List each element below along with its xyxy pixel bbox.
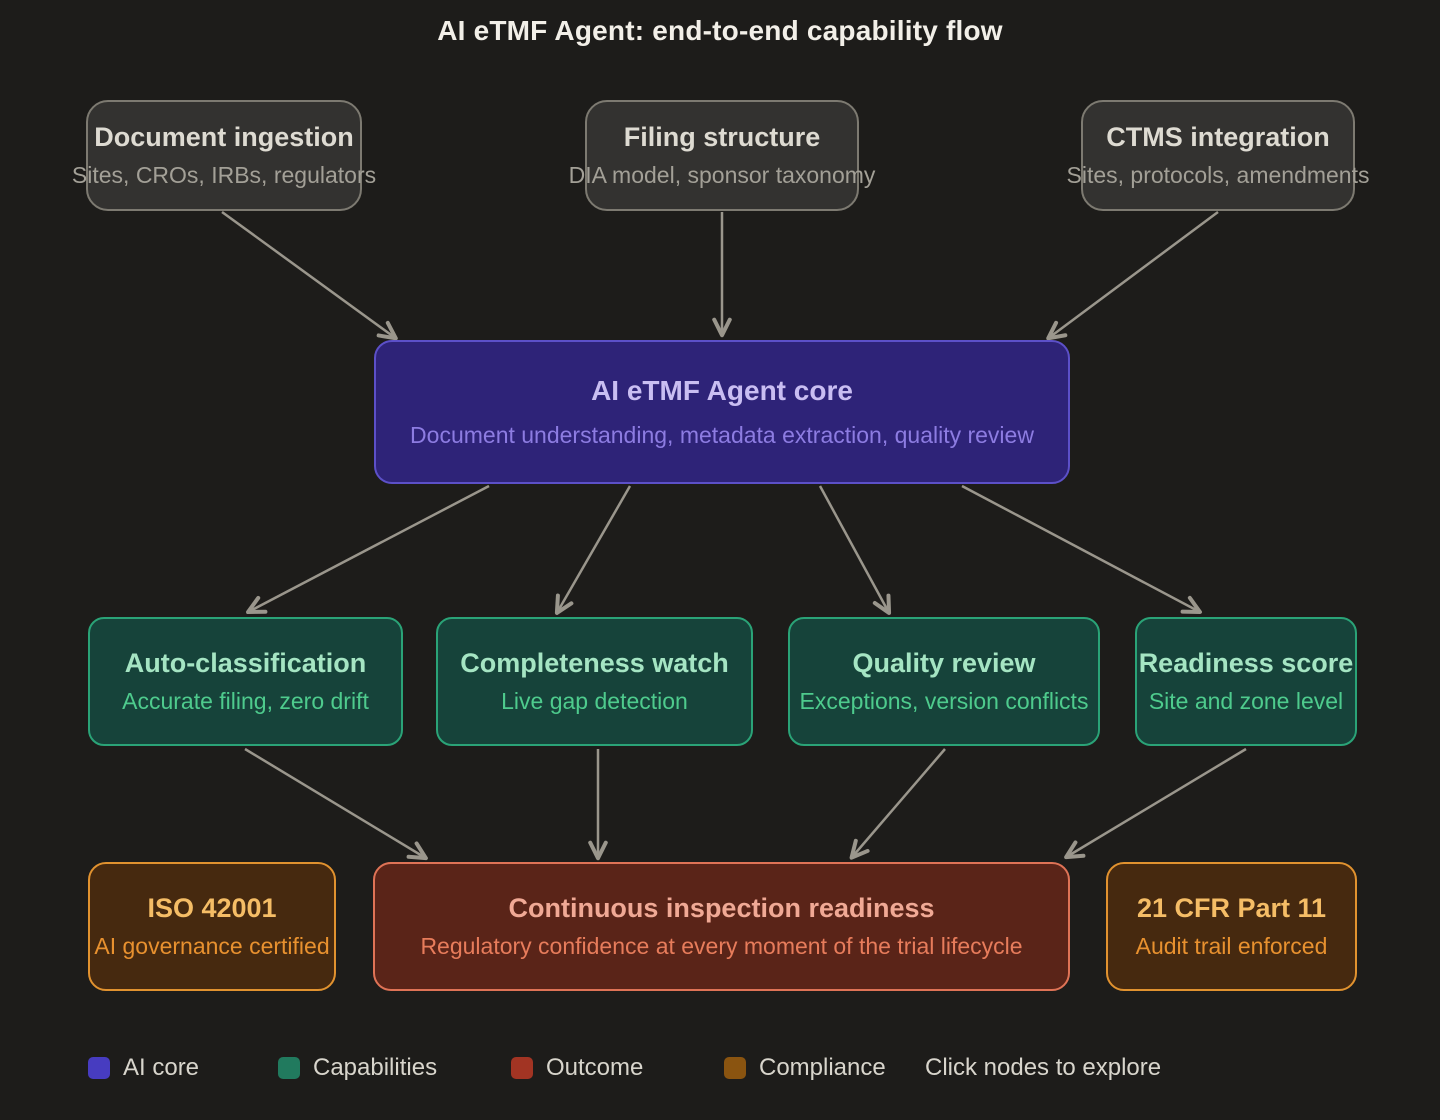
- node-iso-42001-subtitle: AI governance certified: [94, 932, 330, 959]
- edge-auto-classification-to-outcome: [244, 747, 428, 861]
- node-outcome-title: Continuous inspection readiness: [508, 893, 935, 923]
- node-completeness-watch-title: Completeness watch: [460, 648, 729, 678]
- node-core-title: AI eTMF Agent core: [591, 374, 853, 406]
- legend-swatch-outcome: [511, 1057, 533, 1079]
- edge-core-to-completeness-watch: [554, 485, 632, 615]
- legend-label-outcome: Outcome: [546, 1054, 644, 1081]
- node-core-subtitle: Document understanding, metadata extract…: [410, 421, 1034, 448]
- node-readiness-score[interactable]: Readiness score Site and zone level: [1135, 617, 1357, 746]
- legend-item-compliance: Compliance: [724, 1053, 886, 1083]
- node-ctms-integration-subtitle: Sites, protocols, amendments: [1066, 161, 1370, 188]
- node-readiness-score-title: Readiness score: [1138, 648, 1354, 678]
- legend-swatch-ai-core: [88, 1057, 110, 1079]
- legend: AI core Capabilities Outcome Compliance …: [0, 1053, 1440, 1083]
- node-filing-structure[interactable]: Filing structure DIA model, sponsor taxo…: [569, 100, 875, 211]
- node-quality-review-title: Quality review: [852, 648, 1036, 678]
- legend-item-ai-core: AI core: [88, 1053, 199, 1083]
- node-completeness-watch-subtitle: Live gap detection: [501, 687, 688, 714]
- legend-swatch-capabilities: [278, 1057, 300, 1079]
- node-continuous-inspection-readiness[interactable]: Continuous inspection readiness Regulato…: [373, 862, 1070, 991]
- node-ctms-integration[interactable]: CTMS integration Sites, protocols, amend…: [1067, 100, 1370, 211]
- node-21-cfr-part-11-title: 21 CFR Part 11: [1136, 893, 1327, 923]
- node-completeness-watch[interactable]: Completeness watch Live gap detection: [436, 617, 753, 746]
- edge-readiness-score-to-outcome: [1064, 747, 1247, 860]
- node-iso-42001[interactable]: ISO 42001 AI governance certified: [88, 862, 336, 991]
- legend-label-capabilities: Capabilities: [313, 1054, 438, 1081]
- node-iso-42001-title: ISO 42001: [147, 893, 277, 923]
- node-document-ingestion-subtitle: Sites, CROs, IRBs, regulators: [71, 161, 377, 188]
- edge-quality-review-to-outcome: [849, 748, 946, 860]
- node-document-ingestion[interactable]: Document ingestion Sites, CROs, IRBs, re…: [72, 100, 376, 211]
- node-auto-classification-title: Auto-classification: [124, 648, 367, 678]
- node-outcome-subtitle: Regulatory confidence at every moment of…: [420, 932, 1023, 959]
- node-ai-etmf-agent-core[interactable]: AI eTMF Agent core Document understandin…: [374, 340, 1070, 484]
- edge-ctms-integration-to-core: [1046, 210, 1219, 341]
- edge-core-to-quality-review: [818, 485, 892, 615]
- page-title: AI eTMF Agent: end-to-end capability flo…: [437, 15, 1003, 46]
- edge-core-to-auto-classification: [246, 484, 490, 615]
- legend-swatch-compliance: [724, 1057, 746, 1079]
- node-filing-structure-title: Filing structure: [623, 122, 821, 152]
- node-quality-review[interactable]: Quality review Exceptions, version confl…: [788, 617, 1100, 746]
- node-ctms-integration-title: CTMS integration: [1106, 122, 1330, 152]
- legend-hint: Click nodes to explore: [925, 1054, 1162, 1081]
- node-auto-classification[interactable]: Auto-classification Accurate filing, zer…: [88, 617, 403, 746]
- node-auto-classification-subtitle: Accurate filing, zero drift: [122, 687, 369, 714]
- legend-label-ai-core: AI core: [123, 1054, 200, 1081]
- edge-document-ingestion-to-core: [221, 210, 398, 341]
- edge-core-to-readiness-score: [961, 484, 1202, 615]
- node-21-cfr-part-11-subtitle: Audit trail enforced: [1135, 932, 1328, 959]
- node-document-ingestion-title: Document ingestion: [94, 122, 354, 152]
- node-quality-review-subtitle: Exceptions, version conflicts: [799, 687, 1089, 714]
- node-21-cfr-part-11[interactable]: 21 CFR Part 11 Audit trail enforced: [1106, 862, 1357, 991]
- legend-item-capabilities: Capabilities: [278, 1053, 437, 1083]
- node-readiness-score-subtitle: Site and zone level: [1148, 687, 1344, 714]
- legend-label-compliance: Compliance: [759, 1054, 886, 1081]
- legend-item-outcome: Outcome: [511, 1053, 643, 1083]
- node-filing-structure-subtitle: DIA model, sponsor taxonomy: [568, 161, 876, 188]
